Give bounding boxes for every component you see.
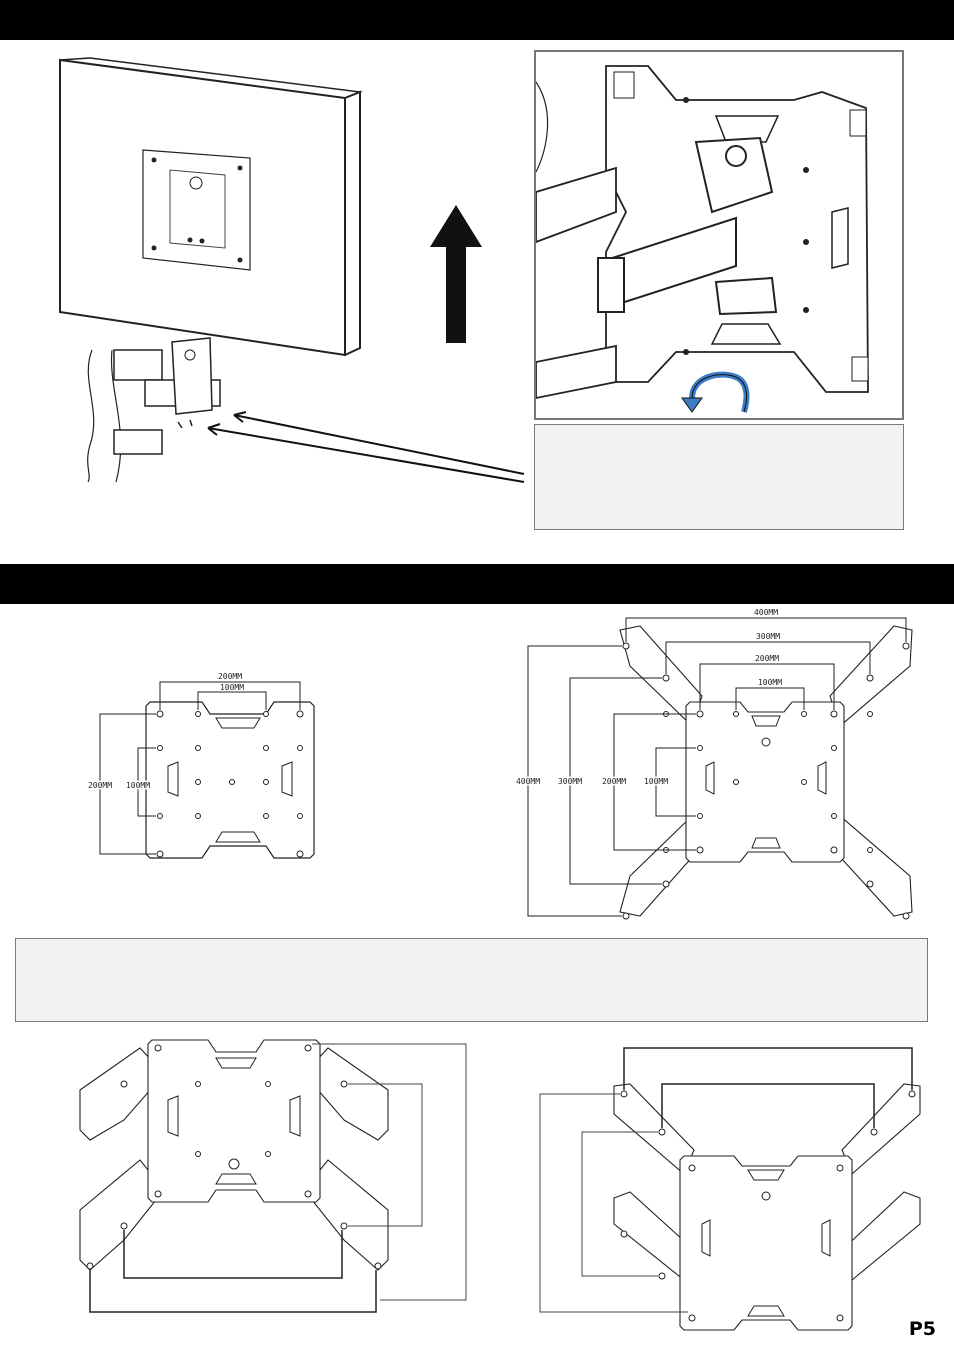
dim-v-200: 200MM	[602, 777, 626, 786]
note-box-wide	[15, 938, 928, 1022]
small-plate-dimension-drawing: 200MM 100MM 200MM 100MM	[86, 672, 315, 859]
dim-v-100: 100MM	[644, 777, 668, 786]
section-header-band-middle	[0, 564, 954, 604]
note-box-step1	[534, 424, 904, 530]
dim-v-300: 300MM	[558, 777, 582, 786]
dim-h-200: 200MM	[755, 654, 779, 663]
dim-v-200: 200MM	[88, 781, 112, 790]
page-number: P5	[908, 1318, 936, 1340]
dim-h-300: 300MM	[756, 632, 780, 641]
large-plate-dimension-drawing: 400MM 300MM 200MM 100MM 400MM 300MM 200M…	[514, 608, 913, 920]
section-header-band-top	[0, 0, 954, 40]
plate-config-left-drawing	[79, 1039, 467, 1313]
dim-v-100: 100MM	[126, 781, 150, 790]
dim-h-100: 100MM	[220, 683, 244, 692]
plate-config-right-drawing	[539, 1047, 921, 1331]
detail-illustration-frame	[534, 50, 904, 420]
rotate-arrow-icon	[681, 371, 750, 413]
tv-mounting-illustration	[59, 57, 525, 483]
dim-v-400: 400MM	[516, 777, 540, 786]
dim-h-100: 100MM	[758, 678, 782, 687]
up-arrow-icon	[430, 205, 482, 343]
dim-h-400: 400MM	[754, 608, 778, 617]
bracket-detail-drawing	[536, 65, 869, 399]
dim-h-200: 200MM	[218, 672, 242, 681]
